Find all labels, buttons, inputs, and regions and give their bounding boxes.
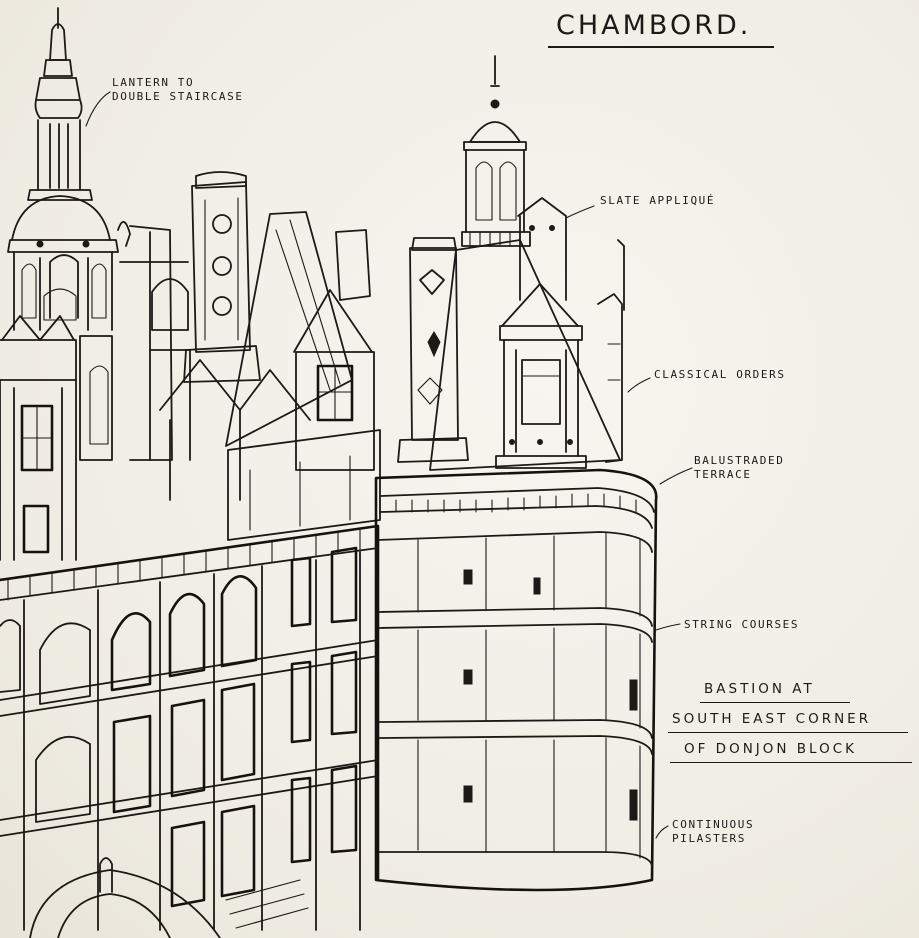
central-chimney: [159, 171, 353, 501]
fountain: [29, 857, 309, 938]
title-underline: [548, 46, 774, 48]
left-dormers: [0, 225, 191, 561]
annotation-lantern: LANTERN TO DOUBLE STAIRCASE: [112, 76, 244, 104]
annotation-slate: SLATE APPLIQUÉ: [600, 194, 716, 207]
main-wing: [0, 524, 380, 931]
annotation-balustraded-line-2: TERRACE: [694, 468, 752, 481]
annotation-lantern-line-1: LANTERN TO: [112, 76, 195, 89]
caption-line-1: BASTION AT: [704, 681, 815, 697]
annotation-string: STRING COURSES: [684, 618, 800, 631]
caption-line-3: OF DONJON BLOCK: [684, 741, 858, 757]
leader-lines: [85, 91, 693, 839]
annotation-balustraded-line-1: BALUSTRADED: [694, 454, 785, 467]
annotation-pilasters: CONTINUOUS PILASTERS: [672, 818, 754, 846]
caption-underline-2: [668, 732, 908, 733]
caption-underline-1: [700, 702, 850, 703]
annotation-balustraded: BALUSTRADED TERRACE: [694, 454, 784, 482]
caption-underline-3: [670, 762, 912, 763]
lantern-tower: [7, 7, 131, 331]
diamond-chimney: [397, 237, 469, 463]
classical-dormer: [495, 239, 625, 469]
annotation-classical: CLASSICAL ORDERS: [654, 368, 786, 381]
center-dormer: [227, 229, 381, 541]
annotation-pilasters-line-1: CONTINUOUS: [672, 818, 755, 831]
annotation-pilasters-line-2: PILASTERS: [672, 832, 747, 845]
page-title: CHAMBORD.: [556, 10, 752, 41]
bastion: [374, 468, 658, 892]
annotation-lantern-line-2: DOUBLE STAIRCASE: [112, 90, 244, 103]
caption-line-2: SOUTH EAST CORNER: [672, 711, 872, 727]
